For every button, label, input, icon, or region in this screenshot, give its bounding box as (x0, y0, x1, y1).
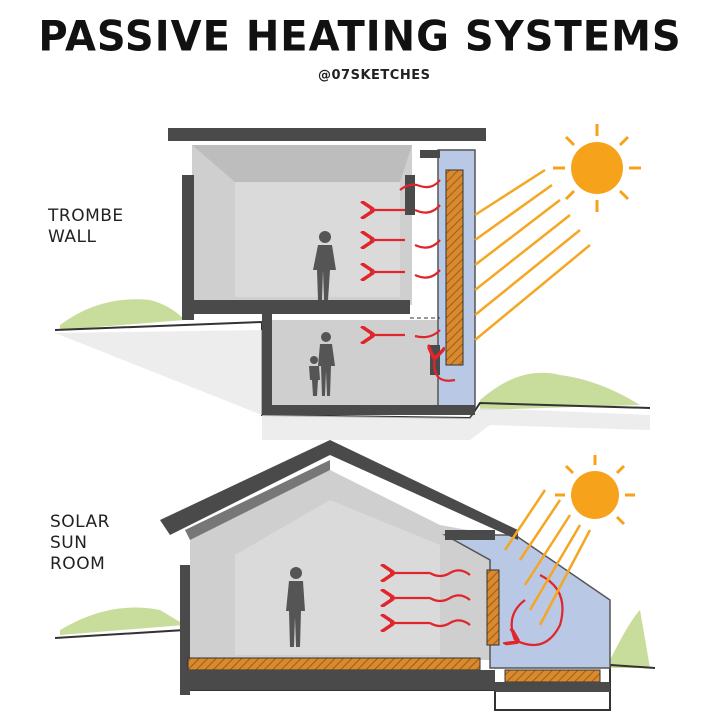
ground-hatch (55, 330, 650, 440)
thermal-mass-wall (486, 569, 500, 646)
trombe-thermal-wall (445, 169, 464, 366)
trombe-wall-label: TROMBE WALL (48, 206, 124, 248)
label-line: SOLAR (50, 512, 110, 532)
sun-icon (555, 455, 635, 526)
floor-slab (185, 300, 410, 314)
gable-roof (160, 440, 518, 540)
sun-icon (553, 124, 641, 212)
label-line: WALL (48, 227, 97, 247)
label-line: SUN (50, 533, 88, 553)
roof-slab (168, 128, 486, 141)
credit-handle: @07SKETCHES (318, 68, 431, 83)
sun-room-section (54, 440, 656, 711)
page-title: PASSIVE HEATING SYSTEMS (38, 12, 682, 62)
heat-flow-arrows (390, 570, 564, 647)
sun-room-label: SOLAR SUN ROOM (50, 512, 110, 575)
sun-rays (474, 168, 591, 341)
heat-flow-arrows (370, 179, 456, 382)
person-silhouette (286, 567, 305, 647)
vegetation (610, 610, 650, 668)
lower-room (272, 320, 440, 408)
vegetation (480, 372, 640, 410)
trombe-wall-section (54, 124, 651, 440)
label-line: ROOM (50, 554, 106, 574)
vegetation (60, 607, 185, 635)
sun-rays (503, 489, 592, 626)
thermal-floor (187, 657, 481, 671)
vegetation (60, 299, 185, 330)
label-line: TROMBE (48, 206, 124, 226)
sunroom-floor (504, 669, 601, 683)
person-silhouette (309, 231, 336, 396)
